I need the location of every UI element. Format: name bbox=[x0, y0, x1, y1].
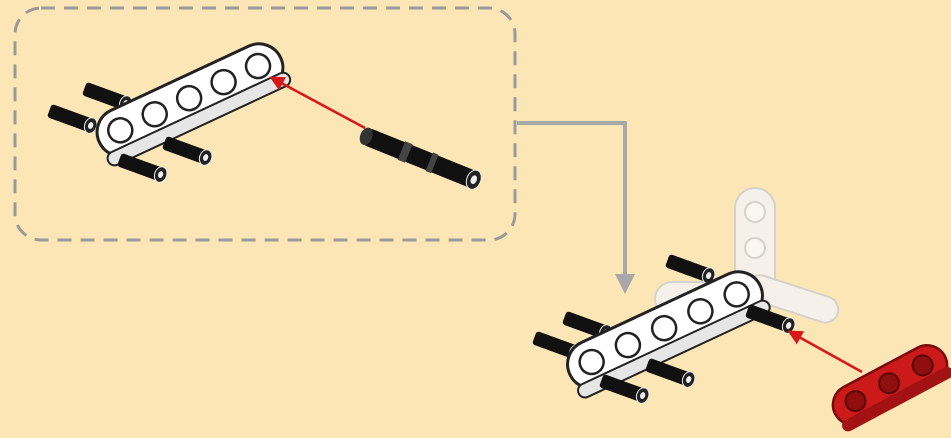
background bbox=[0, 0, 951, 438]
assembly-diagram bbox=[0, 0, 951, 438]
